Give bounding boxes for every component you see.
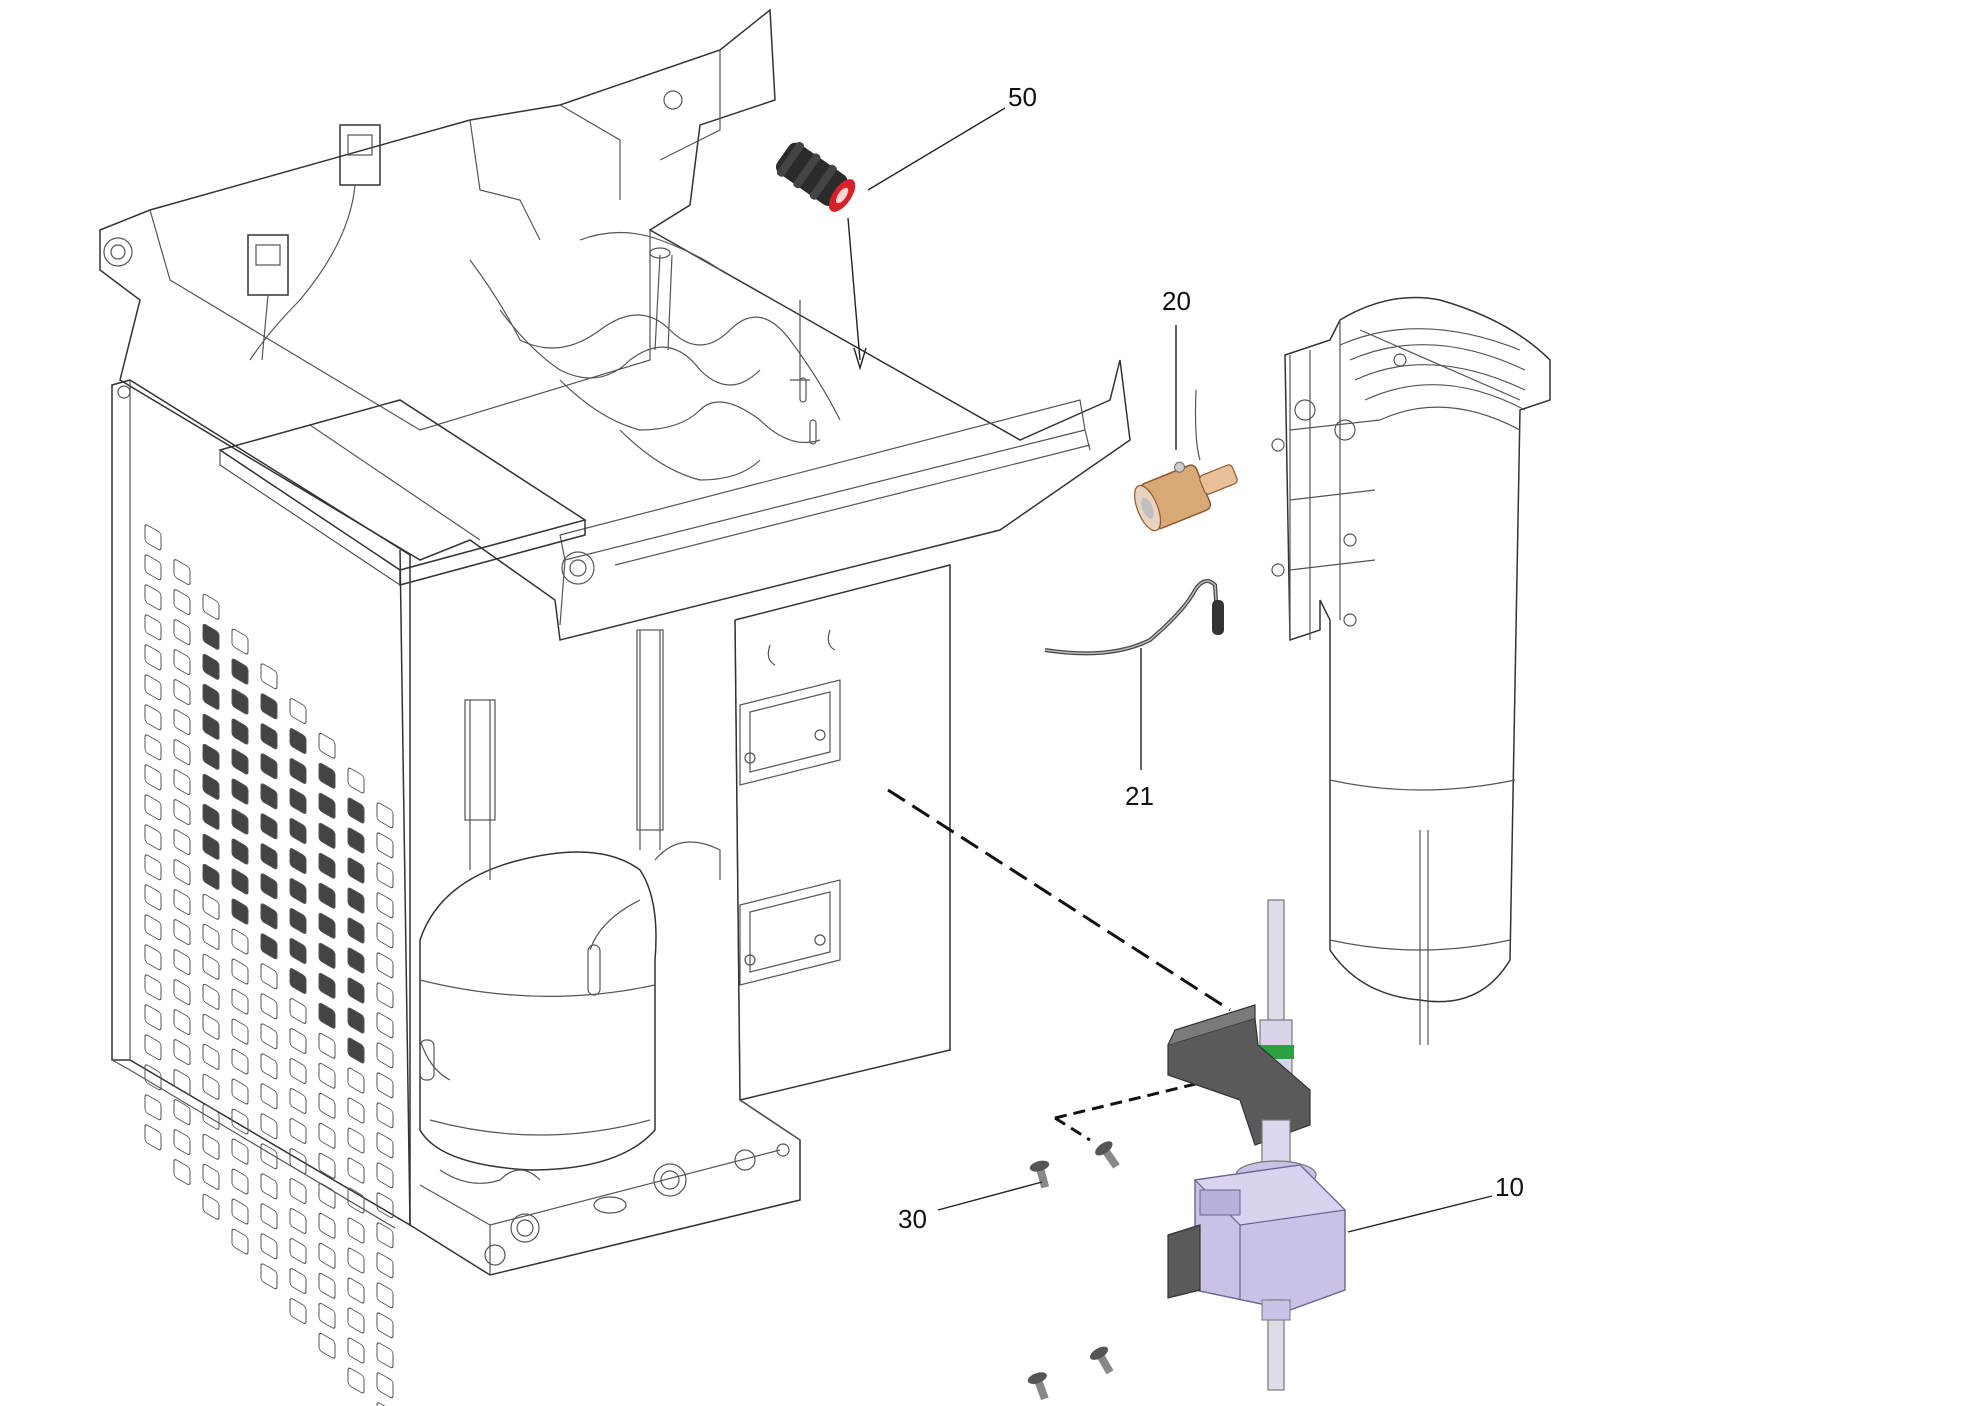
- grille-holes: [144, 524, 394, 1406]
- assembly-dashed-lines: [887, 788, 1246, 1142]
- callout-20: 20: [1162, 286, 1191, 316]
- part-21-sensor-wire: 21: [1044, 579, 1224, 811]
- part-30-screws: 30: [898, 1141, 1120, 1401]
- screw: [1095, 1141, 1120, 1169]
- front-panel-and-base: [399, 549, 801, 1276]
- part-20-sensor: 20: [1134, 286, 1238, 532]
- filter-cylinder: [1271, 296, 1551, 1045]
- part-50-fitting: 50: [775, 82, 1037, 371]
- screw: [1027, 1372, 1049, 1401]
- housing-assembly: [99, 8, 1131, 1406]
- callout-30: 30: [898, 1204, 927, 1234]
- callout-50: 50: [1008, 82, 1037, 112]
- screw: [1029, 1160, 1050, 1189]
- screw: [1089, 1346, 1114, 1375]
- callout-21: 21: [1125, 781, 1154, 811]
- compressor: [419, 629, 721, 1184]
- callout-10: 10: [1495, 1172, 1524, 1202]
- control-box: [218, 399, 587, 586]
- left-grille-panel: [111, 379, 411, 1406]
- top-tray-frame: [99, 8, 1131, 641]
- part-10-valve: 10: [1167, 899, 1524, 1391]
- rear-side-panel: [734, 564, 951, 1101]
